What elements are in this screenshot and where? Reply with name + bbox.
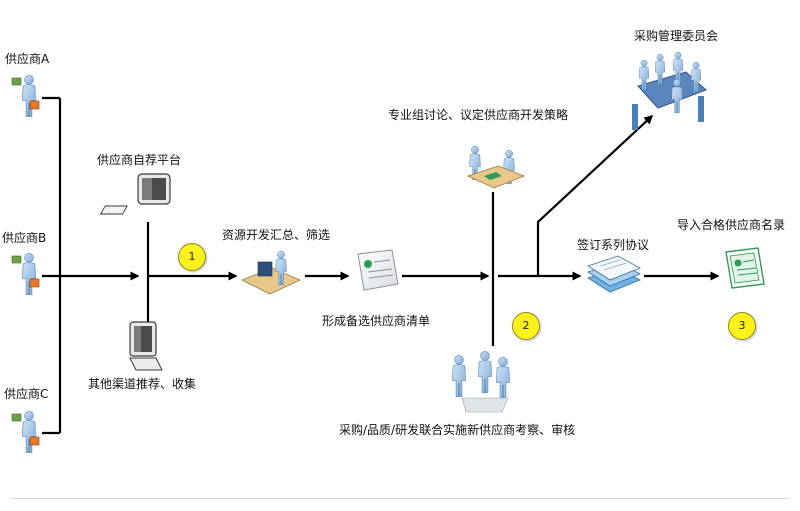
certificate-icon <box>725 247 765 289</box>
candidate-list-label: 形成备选供应商清单 <box>322 314 431 328</box>
self-recommend-platform-label: 供应商自荐平台 <box>97 153 182 167</box>
bottom-divider <box>10 498 790 499</box>
computer-icon-top <box>99 173 171 215</box>
team-icon <box>451 351 511 413</box>
arrow-to-committee <box>536 114 654 276</box>
document-icon <box>357 249 399 291</box>
import-qualified-label: 导入合格供应商名录 <box>677 218 786 232</box>
supplier-a-figure <box>11 75 40 117</box>
meeting-table-icon <box>466 145 526 189</box>
connectors <box>42 96 720 435</box>
expert-discussion-label: 专业组讨论、议定供应商开发策略 <box>388 108 569 122</box>
supplier-c-label: 供应商C <box>4 387 49 401</box>
stacked-documents-icon <box>587 255 641 293</box>
supplier-b-figure <box>11 253 40 295</box>
committee-label: 采购管理委员会 <box>634 29 719 43</box>
step-badge-2: 2 <box>512 312 540 340</box>
supplier-a-label: 供应商A <box>5 52 50 66</box>
supplier-c-figure <box>11 411 40 453</box>
other-channels-label: 其他渠道推荐、收集 <box>88 377 197 391</box>
step-badge-1: 1 <box>178 243 206 271</box>
computer-icon-bottom <box>129 321 163 371</box>
desk-worker-icon <box>241 250 301 295</box>
joint-audit-label: 采购/品质/研发联合实施新供应商考察、审核 <box>339 423 576 437</box>
aggregate-label: 资源开发汇总、筛选 <box>222 228 331 242</box>
committee-icon <box>632 51 707 130</box>
briefcase-icon <box>29 278 40 288</box>
step-badge-3: 3 <box>728 312 756 340</box>
briefcase-icon <box>29 100 40 110</box>
sign-agreements-label: 签订系列协议 <box>577 238 650 252</box>
briefcase-icon <box>29 436 40 446</box>
supplier-b-label: 供应商B <box>2 231 47 245</box>
